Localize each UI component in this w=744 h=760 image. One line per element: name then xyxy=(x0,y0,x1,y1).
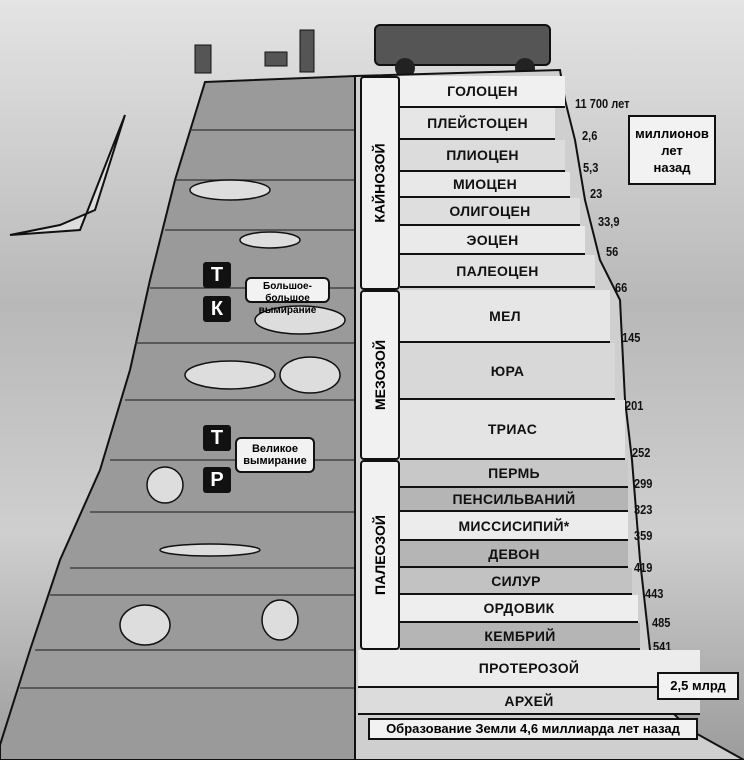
period-label: ТРИАС xyxy=(487,421,538,437)
age-label: 23 xyxy=(590,186,603,201)
period-label: ЭОЦЕН xyxy=(466,231,519,248)
period-band: КЕМБРИЙ xyxy=(400,623,640,650)
earth-formation-label: Образование Земли 4,6 миллиарда лет наза… xyxy=(368,718,698,740)
age-label: 66 xyxy=(615,280,628,295)
period-band: ПЛИОЦЕН xyxy=(400,140,565,172)
kt-extinction-bubble: Большое-большое вымирание xyxy=(245,277,330,316)
age-label: 359 xyxy=(634,528,653,543)
period-band: МИОЦЕН xyxy=(400,172,570,198)
period-band: ПЕРМЬ xyxy=(400,460,628,488)
period-band: ПРОТЕРОЗОЙ xyxy=(358,650,700,688)
age-label: 201 xyxy=(625,398,644,413)
period-label: ПЕРМЬ xyxy=(488,465,540,481)
age-label: 145 xyxy=(622,330,641,345)
age-label: 299 xyxy=(634,476,653,491)
age-label: 33,9 xyxy=(598,214,620,229)
period-label: АРХЕЙ xyxy=(504,692,554,709)
units-line: назад xyxy=(653,160,691,175)
period-band: ПАЛЕОЦЕН xyxy=(400,255,595,288)
period-band: СИЛУР xyxy=(400,568,632,595)
period-band: ПЛЕЙСТОЦЕН xyxy=(400,108,555,140)
period-label: ДЕВОН xyxy=(488,545,540,562)
period-label: КЕМБРИЙ xyxy=(484,627,556,644)
period-label: ПЛЕЙСТОЦЕН xyxy=(427,115,528,131)
period-band: ОЛИГОЦЕН xyxy=(400,198,580,226)
units-box: миллионов лет назад xyxy=(628,115,716,185)
people-icon xyxy=(194,29,315,74)
period-label: МИОЦЕН xyxy=(452,176,518,192)
age-label: 252 xyxy=(632,445,651,460)
period-label: ПЛИОЦЕН xyxy=(446,147,519,163)
period-band: ОРДОВИК xyxy=(400,595,638,623)
period-band: ТРИАС xyxy=(400,400,625,460)
period-band: МИССИСИПИЙ* xyxy=(400,512,628,541)
age-label: 419 xyxy=(634,560,653,575)
era-mesozoic: МЕЗОЗОЙ xyxy=(360,290,400,460)
units-line: миллионов xyxy=(635,126,709,141)
period-label: ЮРА xyxy=(490,362,525,379)
period-label: ОРДОВИК xyxy=(483,600,555,616)
pt-extinction-bubble: Великое вымирание xyxy=(235,437,315,473)
units-line: лет xyxy=(661,143,683,158)
period-label: ГОЛОЦЕН xyxy=(447,83,518,99)
kt-badge-t: Т xyxy=(203,262,231,288)
period-band: АРХЕЙ xyxy=(358,688,700,715)
period-label: ПРОТЕРОЗОЙ xyxy=(478,660,580,676)
age-box-proterozoic: 2,5 млрд xyxy=(657,672,739,700)
period-band: МЕЛ xyxy=(400,290,610,343)
period-label: МЕЛ xyxy=(489,307,521,324)
period-label: ПЕНСИЛЬВАНИЙ xyxy=(452,491,576,507)
pterosaur-icon xyxy=(9,114,126,236)
age-label: 56 xyxy=(606,244,619,259)
age-label: 443 xyxy=(645,586,664,601)
truck-icon xyxy=(374,24,551,66)
age-label: 2,6 xyxy=(582,128,598,143)
era-cenozoic: КАЙНОЗОЙ xyxy=(360,76,400,290)
period-label: МИССИСИПИЙ* xyxy=(458,517,570,534)
age-label: 5,3 xyxy=(583,160,599,175)
period-label: ПАЛЕОЦЕН xyxy=(456,262,539,279)
period-band: ЭОЦЕН xyxy=(400,226,585,255)
kt-badge-k: К xyxy=(203,296,231,322)
period-label: СИЛУР xyxy=(491,572,541,589)
period-label: ОЛИГОЦЕН xyxy=(449,203,531,219)
pt-badge-p: Р xyxy=(203,467,231,493)
period-band: ЮРА xyxy=(400,343,615,400)
age-label: 11 700 лет xyxy=(575,96,630,111)
age-label: 485 xyxy=(652,615,671,630)
period-band: ГОЛОЦЕН xyxy=(400,76,565,108)
fossils xyxy=(119,179,346,646)
pt-badge-t: Т xyxy=(203,425,231,451)
period-band: ДЕВОН xyxy=(400,541,628,568)
era-paleozoic: ПАЛЕОЗОЙ xyxy=(360,460,400,650)
age-label: 323 xyxy=(634,502,653,517)
period-band: ПЕНСИЛЬВАНИЙ xyxy=(400,488,628,512)
